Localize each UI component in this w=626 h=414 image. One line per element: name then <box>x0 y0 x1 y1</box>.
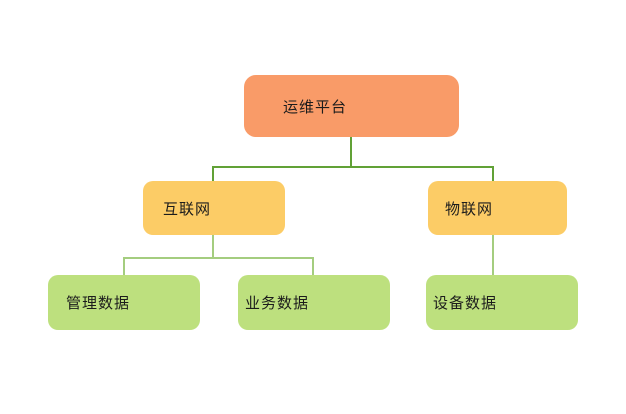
connector-iot-drop <box>492 166 494 181</box>
node-iot-label: 物联网 <box>445 200 494 218</box>
node-management-data-label: 管理数据 <box>66 295 131 312</box>
connector-device-drop <box>492 235 494 275</box>
connector-platform-stem <box>350 137 352 168</box>
node-business-data[interactable]: 业务数据 <box>238 275 390 330</box>
connector-internet-stem <box>212 235 214 259</box>
node-operations-platform[interactable]: 运维平台 <box>244 75 459 137</box>
node-management-data[interactable]: 管理数据 <box>48 275 200 330</box>
node-business-data-label: 业务数据 <box>245 295 310 312</box>
connector-internet-drop <box>212 166 214 181</box>
node-iot[interactable]: 物联网 <box>428 181 567 235</box>
node-device-data[interactable]: 设备数据 <box>426 275 578 330</box>
connector-mgmt-drop <box>123 257 125 275</box>
node-internet-label: 互联网 <box>163 200 212 218</box>
node-operations-platform-label: 运维平台 <box>283 98 348 116</box>
connector-level2-crossbar <box>123 257 314 259</box>
connector-level1-crossbar <box>212 166 494 168</box>
connector-biz-drop <box>312 257 314 275</box>
node-internet[interactable]: 互联网 <box>143 181 285 235</box>
node-device-data-label: 设备数据 <box>433 295 498 312</box>
